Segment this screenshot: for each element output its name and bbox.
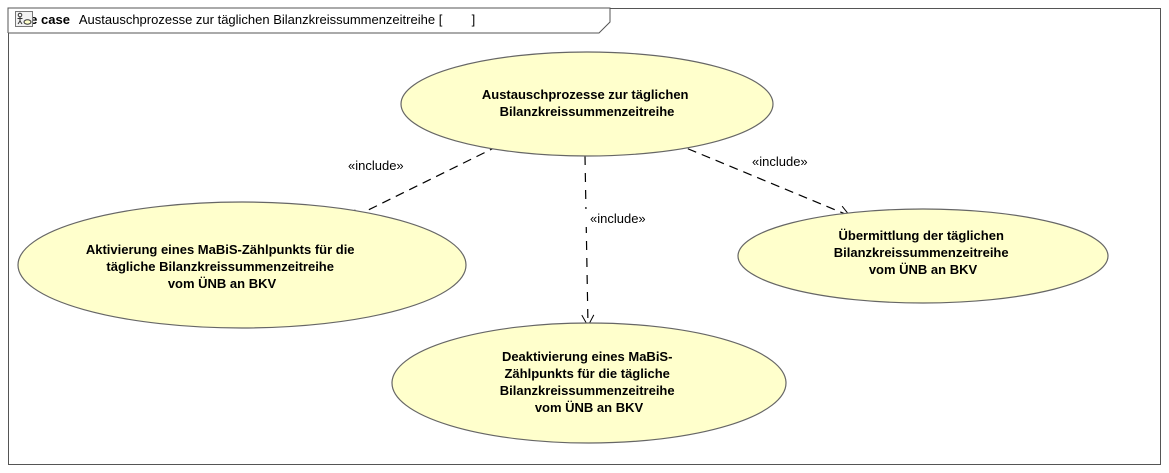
use-case-diagram-icon [15,11,466,27]
include-label: «include» [752,154,808,169]
frame-bracket-open: [ [438,12,443,27]
frame-bracket-close: ] [471,12,476,27]
frame-tab-outline [7,7,611,34]
include-label: «include» [590,211,646,226]
use-case-label: Deaktivierung eines MaBiS- Zählpunkts fü… [500,349,678,415]
frame-title: use case Austauschprozesse zur täglichen… [15,11,475,28]
use-case-aktivierung[interactable]: Aktivierung eines MaBiS-Zählpunkts für d… [17,201,467,329]
use-case-label: Austauschprozesse zur täglichen Bilanzkr… [482,87,692,119]
include-label: «include» [348,158,404,173]
use-case-label: Aktivierung eines MaBiS-Zählpunkts für d… [86,242,358,291]
frame-diagram-name: Austauschprozesse zur täglichen Bilanzkr… [78,12,436,27]
use-case-austauschprozesse[interactable]: Austauschprozesse zur täglichen Bilanzkr… [400,51,774,157]
use-case-uebermittlung[interactable]: Übermittlung der täglichen Bilanzkreissu… [737,208,1109,304]
include-relation-uebermittlung[interactable]: «include» [673,142,851,218]
include-relation-deaktivierung[interactable]: «include» [580,155,672,328]
use-case-label: Übermittlung der täglichen Bilanzkreissu… [834,228,1012,277]
include-relation-aktivierung[interactable]: «include» [347,145,499,222]
use-case-deaktivierung[interactable]: Deaktivierung eines MaBiS- Zählpunkts fü… [391,322,787,444]
